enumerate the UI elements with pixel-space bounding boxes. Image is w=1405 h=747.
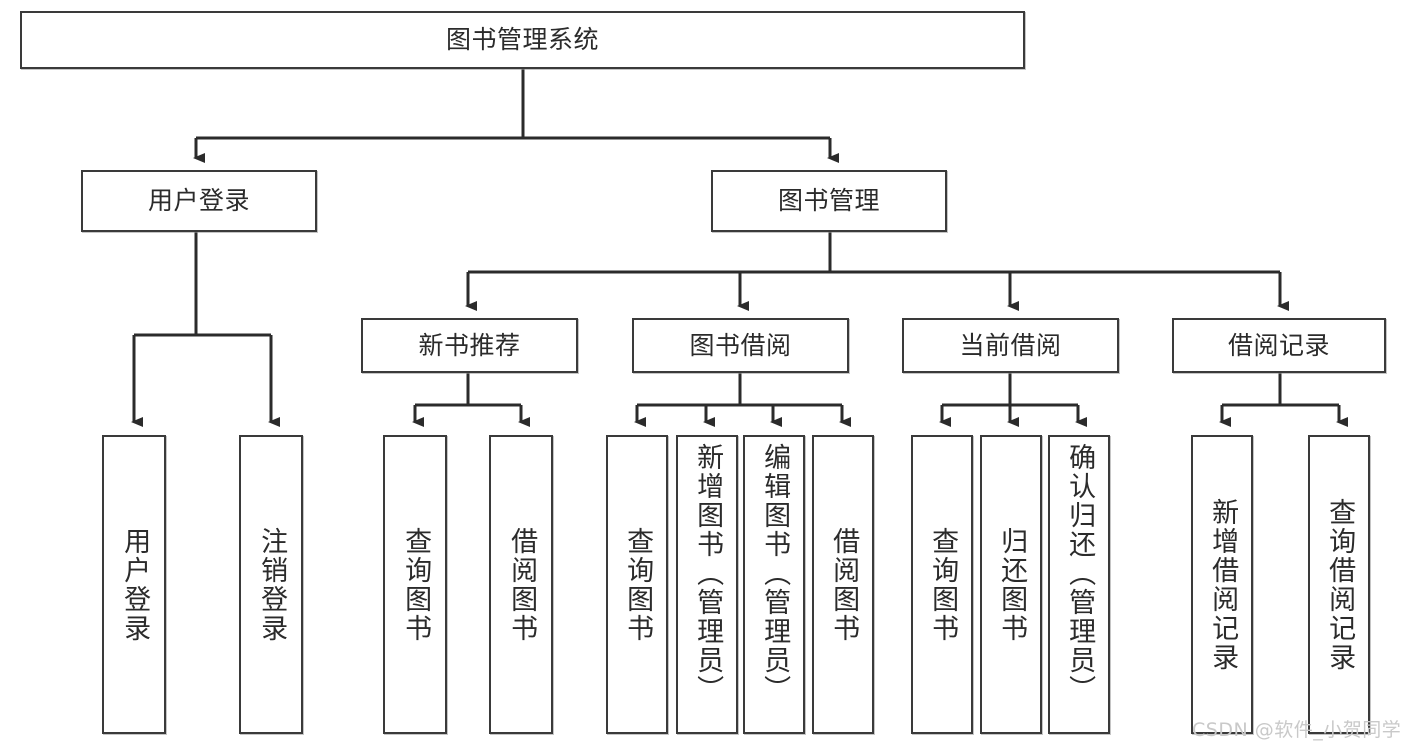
node-root-book-management-system[interactable]: 图书管理系统 [20, 11, 1025, 69]
leaf-add-book-admin[interactable]: 新增图书（管理员） [676, 435, 738, 734]
leaf-add-borrow-record[interactable]: 新增借阅记录 [1191, 435, 1253, 734]
node-label: 确认归还（管理员） [1064, 443, 1096, 704]
node-label: 借阅图书 [506, 526, 538, 643]
node-borrow-record[interactable]: 借阅记录 [1172, 318, 1386, 373]
leaf-query-borrow-record[interactable]: 查询借阅记录 [1308, 435, 1370, 734]
node-label: 当前借阅 [959, 330, 1062, 360]
node-label: 图书借阅 [689, 330, 792, 360]
leaf-user-login[interactable]: 用户登录 [102, 435, 166, 734]
leaf-query-book-borrow[interactable]: 查询图书 [606, 435, 668, 734]
node-label: 图书管理 [777, 186, 880, 216]
node-label: 归还图书 [996, 526, 1028, 643]
node-label: 借阅图书 [828, 526, 860, 643]
leaf-edit-book-admin[interactable]: 编辑图书（管理员） [743, 435, 805, 734]
leaf-return-book[interactable]: 归还图书 [980, 435, 1042, 734]
node-label: 图书管理系统 [445, 25, 599, 55]
node-label: 借阅记录 [1227, 330, 1330, 360]
node-new-book-recommend[interactable]: 新书推荐 [361, 318, 578, 373]
leaf-confirm-return-admin[interactable]: 确认归还（管理员） [1048, 435, 1110, 734]
node-label: 新书推荐 [418, 330, 521, 360]
node-label: 查询图书 [927, 526, 959, 643]
node-label: 注销登录 [256, 526, 288, 643]
leaf-borrow-book-recommend[interactable]: 借阅图书 [489, 435, 553, 734]
node-label: 查询图书 [400, 526, 432, 643]
node-label: 用户登录 [147, 186, 250, 216]
leaf-borrow-book[interactable]: 借阅图书 [812, 435, 874, 734]
node-book-borrow[interactable]: 图书借阅 [632, 318, 849, 373]
leaf-query-book-recommend[interactable]: 查询图书 [383, 435, 447, 734]
leaf-logout-login[interactable]: 注销登录 [239, 435, 303, 734]
node-label: 编辑图书（管理员） [759, 443, 791, 704]
leaf-query-book-current[interactable]: 查询图书 [911, 435, 973, 734]
node-book-management[interactable]: 图书管理 [711, 170, 947, 232]
node-user-login[interactable]: 用户登录 [81, 170, 317, 232]
watermark-credit: CSDN @软件_小贺同学 [1192, 719, 1402, 741]
node-label: 查询图书 [622, 526, 654, 643]
node-current-borrow[interactable]: 当前借阅 [902, 318, 1119, 373]
node-label: 查询借阅记录 [1324, 497, 1356, 672]
node-label: 新增借阅记录 [1207, 497, 1239, 672]
node-label: 新增图书（管理员） [692, 443, 724, 704]
node-label: 用户登录 [119, 526, 151, 643]
